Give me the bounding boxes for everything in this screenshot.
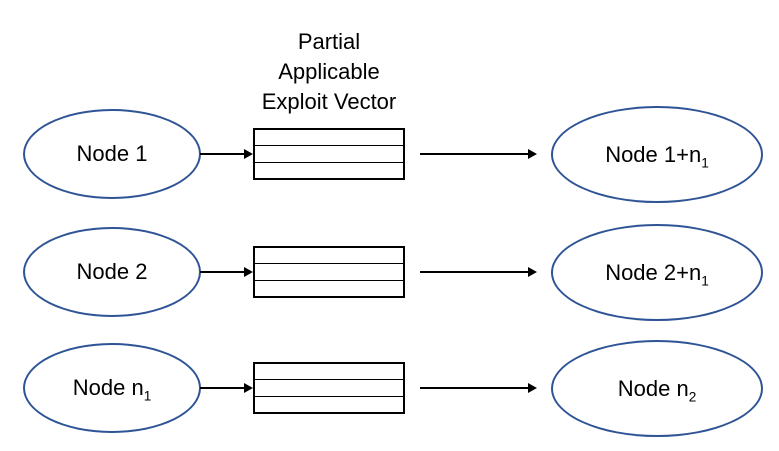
arrow-line xyxy=(420,153,530,155)
node-label: Node n1 xyxy=(72,375,152,404)
node-n1-ellipse: Node n1 xyxy=(23,343,201,433)
node-n2-ellipse: Node n2 xyxy=(551,340,763,437)
arrow-connector xyxy=(420,266,537,278)
node-label: Node 2 xyxy=(76,259,148,284)
vector-slot xyxy=(255,264,403,281)
arrow-line xyxy=(200,387,246,389)
title-line: Applicable xyxy=(278,59,380,84)
exploit-vector-box-1 xyxy=(253,128,405,180)
arrow-head-icon xyxy=(528,149,537,159)
arrow-line xyxy=(200,271,246,273)
arrow-connector xyxy=(200,148,253,160)
arrow-head-icon xyxy=(244,383,253,393)
node-label: Node n2 xyxy=(617,375,697,404)
vector-slot xyxy=(255,364,403,381)
vector-slot xyxy=(255,163,403,178)
exploit-vector-box-3 xyxy=(253,362,405,414)
arrow-connector xyxy=(200,382,253,394)
vector-slot xyxy=(255,248,403,265)
node-1-plus-n1-ellipse: Node 1+n1 xyxy=(551,106,763,203)
vector-slot xyxy=(255,146,403,163)
vector-slot xyxy=(255,281,403,296)
node-2-ellipse: Node 2 xyxy=(23,227,201,317)
arrow-line xyxy=(200,153,246,155)
node-1-ellipse: Node 1 xyxy=(23,109,201,199)
vector-slot xyxy=(255,130,403,147)
title-line: Exploit Vector xyxy=(261,89,397,114)
arrow-connector xyxy=(420,382,537,394)
node-label: Node 1+n1 xyxy=(605,141,709,170)
node-label: Node 2+n1 xyxy=(605,259,709,288)
arrow-head-icon xyxy=(244,149,253,159)
exploit-vector-box-2 xyxy=(253,246,405,298)
node-label: Node 1 xyxy=(76,141,148,166)
vector-slot xyxy=(255,380,403,397)
arrow-head-icon xyxy=(528,267,537,277)
arrow-head-icon xyxy=(528,383,537,393)
arrow-head-icon xyxy=(244,267,253,277)
arrow-connector xyxy=(420,148,537,160)
arrow-line xyxy=(420,271,530,273)
arrow-line xyxy=(420,387,530,389)
node-2-plus-n1-ellipse: Node 2+n1 xyxy=(551,224,763,321)
title-line: Partial xyxy=(297,29,361,54)
arrow-connector xyxy=(200,266,253,278)
vector-slot xyxy=(255,397,403,412)
diagram-title: Partial Applicable Exploit Vector xyxy=(224,27,434,117)
